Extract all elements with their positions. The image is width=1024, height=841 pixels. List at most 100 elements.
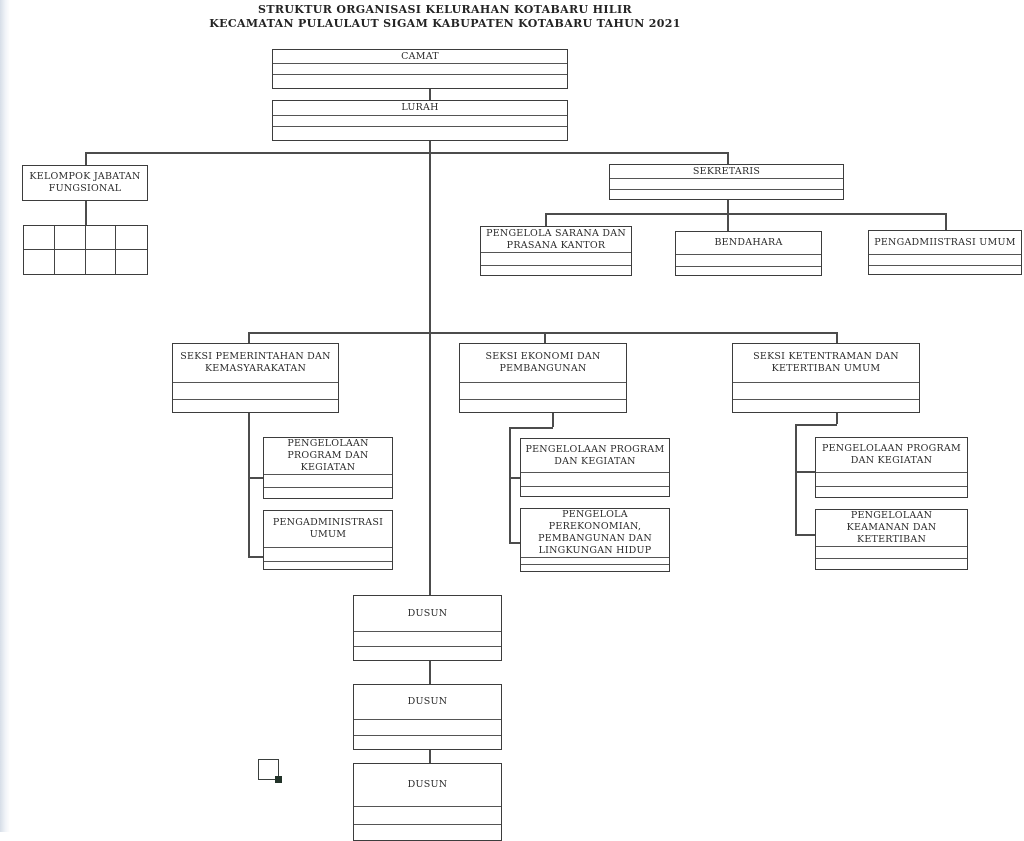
page-title-line1: STRUKTUR ORGANISASI KELURAHAN KOTABARU H… (258, 3, 632, 16)
node-sekretaris-row2 (610, 189, 843, 199)
node-bendahara: BENDAHARA (675, 231, 822, 276)
node-seksi-ekonomi-row2 (460, 399, 626, 412)
connector-dusun1-dusun2 (429, 660, 431, 684)
node-camat: CAMAT (272, 49, 568, 89)
node-program-kegiatan-2: PENGELOLAAN PROGRAM DAN KEGIATAN (520, 438, 670, 497)
node-program-kegiatan-3-row2 (816, 486, 967, 497)
connector-col3-drop (836, 413, 838, 424)
node-dusun-1-row1 (354, 631, 501, 646)
node-seksi-pemerintahan: SEKSI PEMERINTAHAN DAN KEMASYARAKATAN (172, 343, 339, 413)
page-title-line2: KECAMATAN PULAULAUT SIGAM KABUPATEN KOTA… (209, 17, 681, 30)
selection-handle (275, 776, 282, 783)
connector-sekretaris-splitter (545, 213, 945, 215)
node-pengelola-sarana: PENGELOLA SARANA DAN PRASANA KANTOR (480, 226, 632, 276)
node-pengelola-perekonomian-row1 (521, 556, 669, 565)
connector-col3-stub1 (795, 471, 815, 473)
node-pengadmiistrasi-umum-label: PENGADMIISTRASI UMUM (874, 236, 1016, 248)
node-dusun-3-row2 (354, 824, 501, 840)
node-dusun-2-row2 (354, 735, 501, 749)
node-dusun-3-row1 (354, 806, 501, 824)
connector-main-vertical (429, 141, 431, 595)
connector-drop-sekretaris (727, 152, 729, 164)
node-dusun-1-label: DUSUN (407, 607, 448, 619)
node-program-kegiatan-3: PENGELOLAAN PROGRAM DAN KEGIATAN (815, 437, 968, 498)
node-pengelolaan-keamanan-label: PENGELOLAAN KEAMANAN DAN KETERTIBAN (846, 510, 937, 545)
connector-kelompok-grid (85, 200, 87, 225)
node-sekretaris-row1 (610, 178, 843, 189)
node-program-kegiatan-2-label: PENGELOLAAN PROGRAM DAN KEGIATAN (525, 443, 665, 467)
node-dusun-1-row2 (354, 646, 501, 660)
connector-drop-pengadmiistrasi (945, 213, 947, 230)
node-seksi-ketentraman-row1 (733, 382, 919, 399)
node-dusun-1: DUSUN (353, 595, 502, 661)
node-kelompok-jabatan-label: KELOMPOK JABATAN FUNGSIONAL (29, 171, 141, 194)
node-seksi-ekonomi-label: SEKSI EKONOMI DAN PEMBANGUNAN (485, 351, 601, 374)
node-pengadministrasi-umum-row1 (264, 547, 392, 561)
node-pengelola-sarana-row1 (481, 252, 631, 265)
grid-cell (85, 226, 117, 250)
connector-seksi-splitter (248, 332, 836, 334)
connector-drop-seksi2 (544, 332, 546, 343)
connector-top-splitter (85, 152, 728, 154)
node-pengelola-perekonomian-label: PENGELOLA PEREKONOMIAN, PEMBANGUNAN DAN … (538, 509, 652, 556)
scan-page-edge (0, 0, 10, 832)
connector-col3-jog (795, 424, 837, 426)
connector-dusun2-dusun3 (429, 749, 431, 763)
node-program-kegiatan-1-row2 (264, 486, 392, 498)
node-kelompok-jabatan: KELOMPOK JABATAN FUNGSIONAL (22, 165, 148, 201)
node-program-kegiatan-1: PENGELOLAAN PROGRAM DAN KEGIATAN (263, 437, 393, 499)
connector-col1-vertical (248, 413, 250, 557)
node-seksi-ekonomi: SEKSI EKONOMI DAN PEMBANGUNAN (459, 343, 627, 413)
connector-drop-kelompok (85, 152, 87, 165)
grid-cell (54, 226, 86, 250)
connector-drop-seksi3 (836, 332, 838, 343)
node-program-kegiatan-3-label: PENGELOLAAN PROGRAM DAN KEGIATAN (821, 443, 962, 466)
node-seksi-ketentraman-row2 (733, 399, 919, 412)
node-seksi-pemerintahan-label: SEKSI PEMERINTAHAN DAN KEMASYARAKATAN (180, 351, 331, 374)
connector-drop-seksi1 (248, 332, 250, 343)
node-seksi-pemerintahan-row2 (173, 399, 338, 412)
connector-col2-stub2 (509, 542, 520, 544)
node-pengelola-sarana-row2 (481, 265, 631, 275)
page-title: STRUKTUR ORGANISASI KELURAHAN KOTABARU H… (120, 3, 770, 31)
node-camat-row1 (273, 63, 567, 74)
connector-col2-stub1 (509, 477, 520, 479)
connector-col1-stub2 (248, 556, 263, 558)
node-program-kegiatan-2-row2 (521, 486, 669, 496)
node-lurah-row2 (273, 126, 567, 140)
node-seksi-ekonomi-row1 (460, 382, 626, 399)
node-pengelola-sarana-label: PENGELOLA SARANA DAN PRASANA KANTOR (486, 227, 626, 251)
node-pengadministrasi-umum-label: PENGADMINISTRASI UMUM (272, 517, 384, 540)
connector-col2-drop (552, 413, 554, 427)
node-pengelola-perekonomian-row2 (521, 564, 669, 571)
grid-cell (116, 250, 147, 274)
grid-cell (55, 250, 86, 274)
connector-col1-stub1 (248, 477, 263, 479)
node-program-kegiatan-1-label: PENGELOLAAN PROGRAM DAN KEGIATAN (287, 438, 369, 473)
node-pengelolaan-keamanan-row1 (816, 545, 967, 558)
node-dusun-2-row1 (354, 719, 501, 735)
node-sekretaris: SEKRETARIS (609, 164, 844, 200)
node-bendahara-row1 (676, 254, 821, 266)
node-program-kegiatan-3-row1 (816, 472, 967, 486)
connector-col3-vertical (795, 424, 797, 535)
node-dusun-2: DUSUN (353, 684, 502, 750)
node-seksi-ketentraman: SEKSI KETENTRAMAN DAN KETERTIBAN UMUM (732, 343, 920, 413)
grid-cell (24, 226, 55, 250)
node-lurah: LURAH (272, 100, 568, 141)
node-dusun-3: DUSUN (353, 763, 502, 841)
grid-cell (116, 226, 147, 250)
node-seksi-ketentraman-label: SEKSI KETENTRAMAN DAN KETERTIBAN UMUM (753, 351, 899, 374)
node-pengelolaan-keamanan: PENGELOLAAN KEAMANAN DAN KETERTIBAN (815, 509, 968, 570)
node-bendahara-label: BENDAHARA (714, 237, 783, 249)
grid-cell (86, 250, 117, 274)
node-pengelolaan-keamanan-row2 (816, 557, 967, 569)
node-bendahara-row2 (676, 266, 821, 275)
node-program-kegiatan-2-row1 (521, 472, 669, 486)
node-pengadmiistrasi-umum-row2 (869, 265, 1021, 274)
node-seksi-pemerintahan-row1 (173, 382, 338, 399)
connector-sekretaris-down (727, 199, 729, 231)
node-program-kegiatan-1-row1 (264, 473, 392, 487)
node-pengelola-perekonomian: PENGELOLA PEREKONOMIAN, PEMBANGUNAN DAN … (520, 508, 670, 572)
